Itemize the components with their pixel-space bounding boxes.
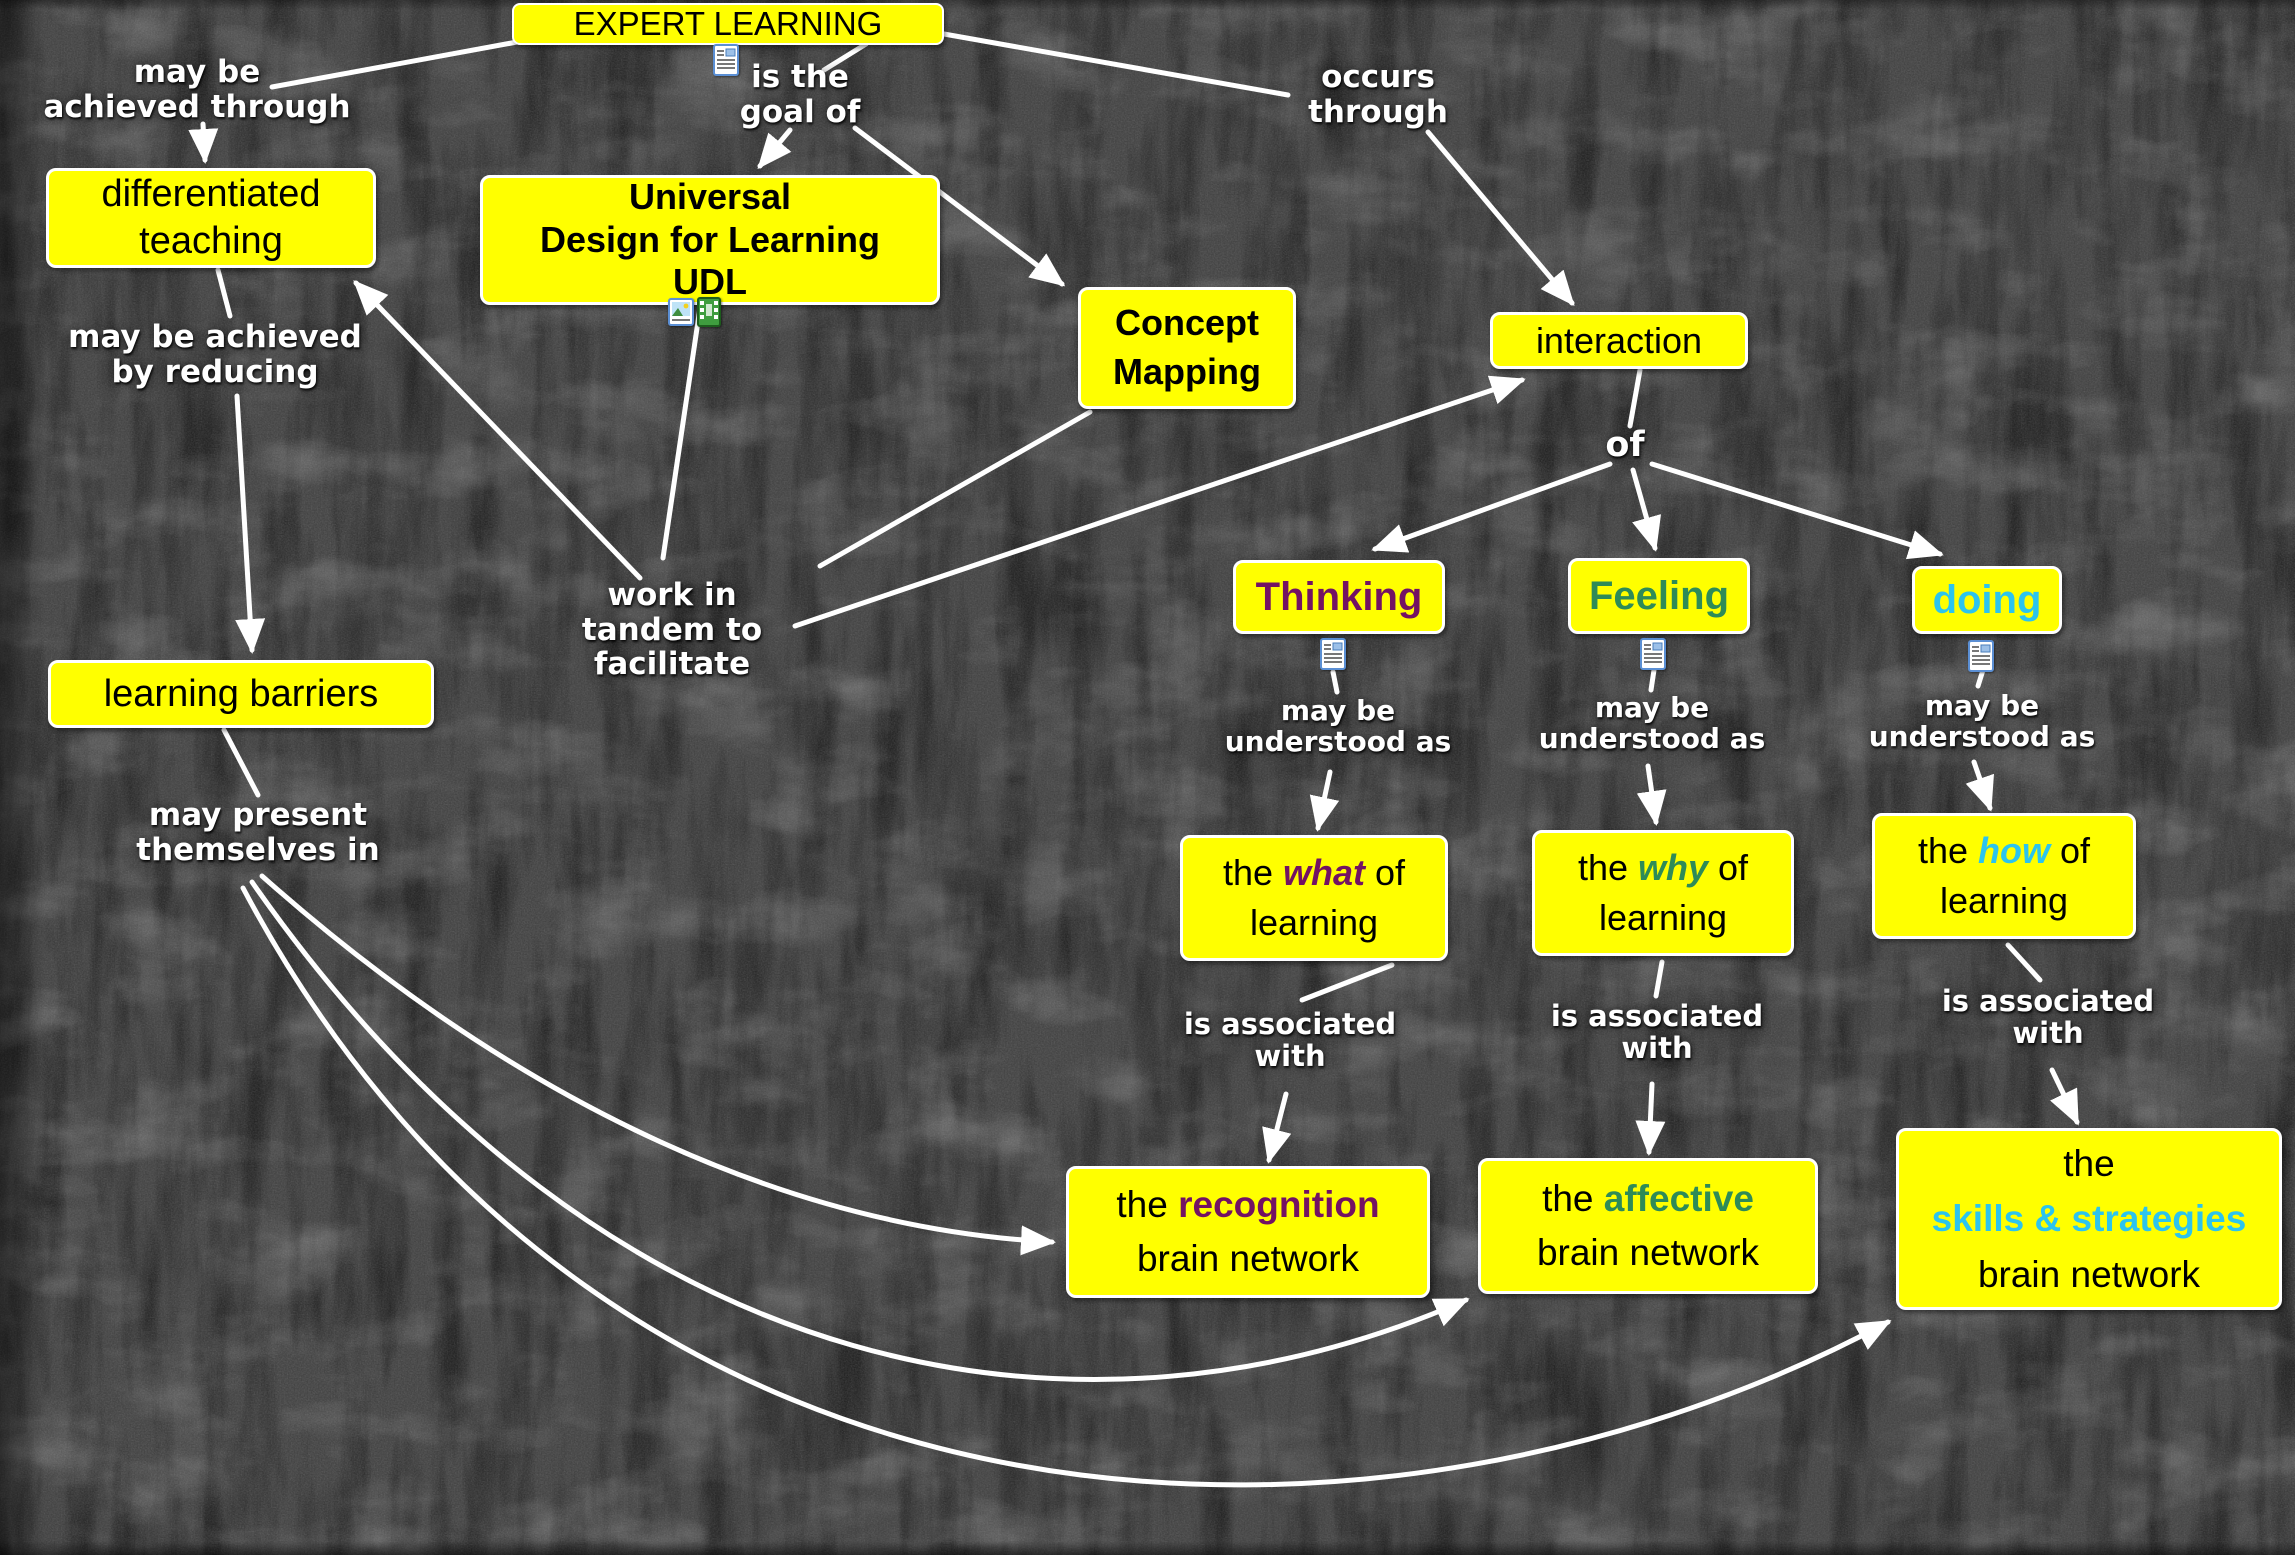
node-differentiated-teaching[interactable]: differentiated teaching — [46, 168, 376, 268]
edge-barriers-to-present — [221, 727, 261, 798]
edge-achieved-through-to-teaching — [188, 121, 219, 164]
edge-of-to-feeling — [1630, 467, 1662, 552]
video-resource-icon[interactable] — [696, 296, 722, 328]
edge-why-to-assoc — [1653, 959, 1665, 999]
edge-assoc-to-skills — [2049, 1067, 2080, 1126]
link-may-be-achieved-through[interactable]: may be achieved through — [43, 54, 351, 125]
document-resource-icon[interactable] — [1320, 638, 1346, 670]
edge-understood-to-how — [1965, 759, 1994, 812]
document-resource-icon[interactable] — [1640, 638, 1666, 670]
edge-how-to-assoc — [2005, 942, 2043, 983]
edge-goal-to-udl — [757, 127, 793, 170]
edge-present-to-recognition-curve — [259, 873, 1056, 1256]
edge-occurs-to-interaction — [1425, 129, 1575, 307]
edge-assoc-to-recognition — [1262, 1091, 1292, 1164]
node-what-of-learning[interactable]: the what of learning — [1180, 835, 1448, 961]
edge-udl-to-work-in-tandem — [660, 305, 703, 561]
node-recognition-brain-network[interactable]: the recognition brain network — [1066, 1166, 1430, 1298]
link-understood-as-doing[interactable]: may be understood as — [1868, 689, 2096, 754]
edge-reducing-to-barriers — [234, 393, 266, 654]
document-resource-icon[interactable] — [713, 44, 739, 76]
edge-interaction-to-of — [1627, 367, 1643, 429]
node-feeling[interactable]: Feeling — [1568, 558, 1750, 634]
node-expert-learning[interactable]: EXPERT LEARNING — [512, 3, 944, 45]
edge-present-to-skills-curve — [240, 885, 1892, 1488]
edge-work-in-tandem-to-teaching — [353, 280, 643, 581]
node-concept-mapping[interactable]: Concept Mapping — [1078, 287, 1296, 409]
link-is-the-goal-of[interactable]: is the goal of — [739, 59, 861, 130]
link-may-present-themselves-in[interactable]: may present themselves in — [136, 797, 380, 868]
image-resource-icon[interactable] — [668, 296, 694, 328]
link-occurs-through[interactable]: occurs through — [1308, 59, 1448, 130]
link-understood-as-thinking[interactable]: may be understood as — [1224, 694, 1452, 759]
node-label: EXPERT LEARNING — [573, 5, 883, 42]
edge-expert-to-achieved-through — [269, 39, 520, 90]
link-of[interactable]: of — [1605, 425, 1645, 465]
edge-feeling-to-understood — [1648, 667, 1657, 693]
node-affective-brain-network[interactable]: the affective brain network — [1478, 1158, 1818, 1294]
node-interaction[interactable]: interaction — [1490, 312, 1748, 369]
edge-understood-to-why — [1636, 763, 1667, 826]
document-resource-icon[interactable] — [1968, 640, 1994, 672]
edge-understood-to-what — [1309, 769, 1340, 832]
edge-teaching-to-reducing — [215, 267, 233, 319]
edge-of-to-doing — [1649, 461, 1944, 560]
edge-assoc-to-affective — [1635, 1081, 1666, 1156]
edge-expert-to-goal-of — [821, 41, 869, 73]
node-thinking[interactable]: Thinking — [1233, 560, 1445, 634]
edge-concept-mapping-to-work-in-tandem — [817, 409, 1093, 569]
node-why-of-learning[interactable]: the why of learning — [1532, 830, 1794, 956]
node-learning-barriers[interactable]: learning barriers — [48, 660, 434, 728]
edge-work-in-tandem-to-interaction — [792, 375, 1526, 629]
edge-goal-to-concept-mapping — [852, 125, 1066, 287]
link-work-in-tandem-to-facilitate[interactable]: work in tandem to facilitate — [581, 577, 763, 683]
link-associated-with-what[interactable]: is associated with — [1183, 1007, 1397, 1074]
node-skills-strategies-brain-network[interactable]: the skills & strategies brain network — [1896, 1128, 2282, 1310]
edge-thinking-to-understood — [1330, 669, 1340, 695]
edge-expert-to-occurs-through — [941, 31, 1291, 98]
edge-what-to-assoc — [1299, 962, 1395, 1003]
edge-present-to-affective-curve — [249, 879, 1470, 1382]
node-udl[interactable]: Universal Design for Learning UDL — [480, 175, 940, 305]
node-how-of-learning[interactable]: the how of learning — [1872, 813, 2136, 939]
edge-of-to-thinking — [1371, 461, 1613, 553]
node-doing[interactable]: doing — [1912, 566, 2062, 634]
link-associated-with-why[interactable]: is associated with — [1550, 999, 1764, 1066]
link-associated-with-how[interactable]: is associated with — [1941, 984, 2155, 1051]
link-understood-as-feeling[interactable]: may be understood as — [1538, 691, 1766, 756]
edge-doing-to-understood — [1975, 667, 1986, 689]
link-may-be-achieved-by-reducing[interactable]: may be achieved by reducing — [68, 319, 362, 390]
